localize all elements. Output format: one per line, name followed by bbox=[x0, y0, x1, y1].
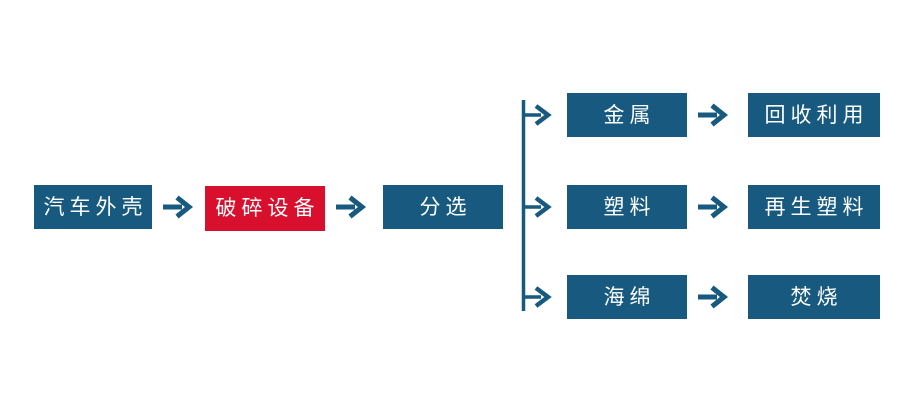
flow-node-label: 海绵 bbox=[603, 284, 656, 309]
branch-arrow-icon bbox=[522, 286, 552, 308]
flow-node-car-shell: 汽车外壳 bbox=[34, 185, 152, 229]
flow-node-label: 汽车外壳 bbox=[43, 194, 148, 219]
flow-node-recycled-plastic: 再生塑料 bbox=[748, 185, 880, 229]
arrow-right-icon bbox=[163, 195, 194, 219]
arrow-right-icon bbox=[336, 195, 367, 219]
flow-node-plastic: 塑料 bbox=[567, 185, 687, 229]
flow-node-incineration: 焚烧 bbox=[748, 275, 880, 319]
arrow-right-icon bbox=[698, 285, 729, 309]
flow-node-label: 塑料 bbox=[603, 194, 656, 219]
flow-node-label: 金属 bbox=[603, 102, 656, 127]
branch-arrow-icon bbox=[522, 104, 552, 126]
flow-node-label: 焚烧 bbox=[790, 284, 843, 309]
branch-arrow-icon bbox=[522, 196, 552, 218]
flow-node-label: 分选 bbox=[419, 194, 472, 219]
flow-node-label: 回收利用 bbox=[764, 102, 869, 127]
flow-node-recycling-reuse: 回收利用 bbox=[748, 93, 880, 137]
flow-node-metal: 金属 bbox=[567, 93, 687, 137]
flow-node-sponge: 海绵 bbox=[567, 275, 687, 319]
flow-node-label: 再生塑料 bbox=[764, 194, 869, 219]
arrow-right-icon bbox=[698, 103, 729, 127]
flow-node-label: 破碎设备 bbox=[215, 196, 320, 220]
arrow-right-icon bbox=[698, 195, 729, 219]
flow-node-sorting: 分选 bbox=[383, 185, 503, 229]
flow-node-crushing-equipment: 破碎设备 bbox=[205, 186, 325, 231]
